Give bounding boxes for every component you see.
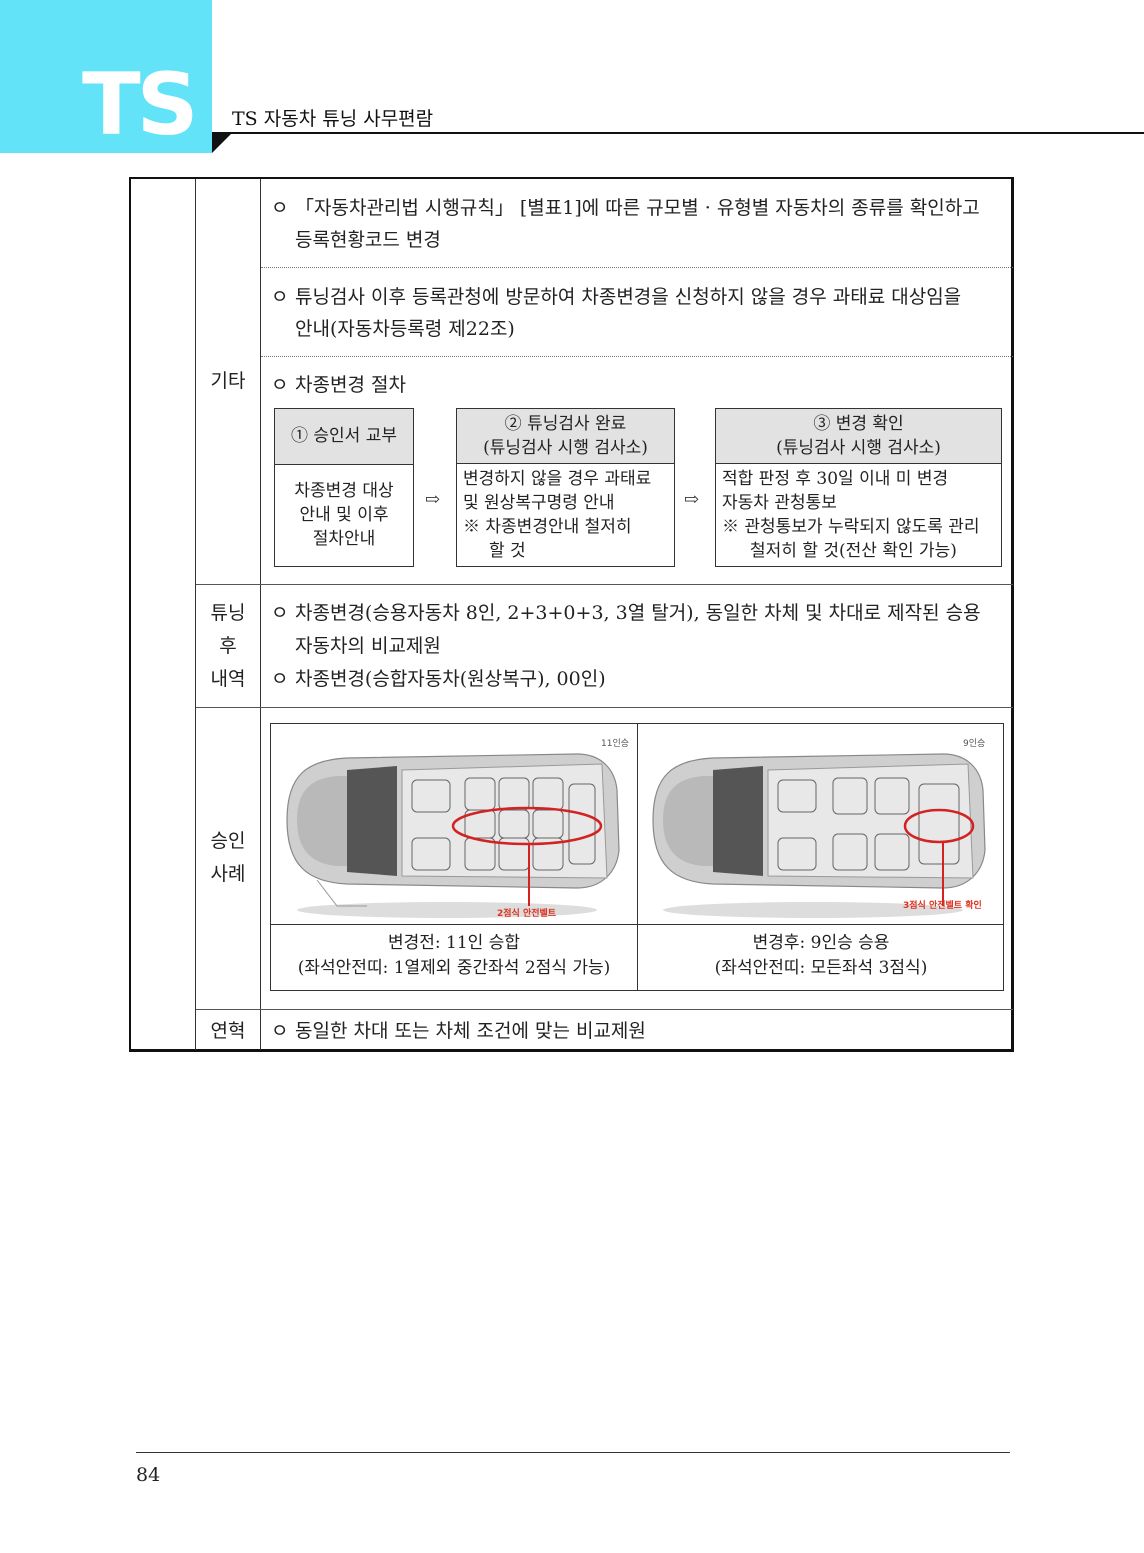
caption-before: 변경전: 11인 승합 (좌석안전띠: 1열제외 중간좌석 2점식 가능) xyxy=(297,933,611,978)
car-seat-layout-before-image: 11인승 2점식 안전벨트 xyxy=(277,730,631,920)
step-3-body: 적합 판정 후 30일 이내 미 변경 자동차 관청통보 ※ 관청통보가 누락되… xyxy=(722,469,980,561)
col-divider-2 xyxy=(260,179,261,1050)
bullet: ㅇ xyxy=(271,1020,289,1042)
row-label-history: 연혁 xyxy=(210,1020,246,1042)
belt-annotation-before: 2점식 안전벨트 xyxy=(497,909,557,919)
row-separator-1 xyxy=(196,584,1013,585)
dotted-separator-1 xyxy=(261,267,1013,268)
row-label-tuning-after: 튜닝 후 내역 xyxy=(210,602,246,690)
flow-arrow-icon: ⇨ xyxy=(425,489,441,510)
procedure-step-1: ① 승인서 교부 차종변경 대상 안내 및 이후 절차안내 xyxy=(274,408,414,567)
row-separator-3 xyxy=(196,1009,1013,1010)
header-rule xyxy=(212,132,1144,134)
main-table: 기타 ㅇ「자동차관리법 시행규칙」 [별표1]에 따른 규모별 · 유형별 자동… xyxy=(129,177,1014,1052)
step-2-body: 변경하지 않을 경우 과태료 및 원상복구명령 안내 ※ 차종변경안내 철저히 … xyxy=(463,469,652,561)
bullet: ㅇ xyxy=(271,286,289,308)
row-label-gita: 기타 xyxy=(210,370,246,392)
header-notch xyxy=(212,133,232,153)
seat-count-badge-before: 11인승 xyxy=(601,739,630,749)
bullet: ㅇ xyxy=(271,197,289,219)
bullet: ㅇ xyxy=(271,668,289,690)
bullet: ㅇ xyxy=(271,602,289,624)
row-separator-2 xyxy=(196,707,1013,708)
header-title: TS 자동차 튜닝 사무편람 xyxy=(232,108,434,130)
dotted-separator-2 xyxy=(261,356,1013,357)
procedure-step-3: ③ 변경 확인 (튜닝검사 시행 검사소) 적합 판정 후 30일 이내 미 변… xyxy=(715,408,1002,567)
gita-item-1-cont: 등록현황코드 변경 xyxy=(295,229,441,251)
belt-annotation-after: 3점식 안전벨트 확인 xyxy=(903,901,982,911)
flow-arrow-icon: ⇨ xyxy=(684,489,700,510)
ts-logo: TS xyxy=(82,55,199,155)
gita-item-1: ㅇ「자동차관리법 시행규칙」 [별표1]에 따른 규모별 · 유형별 자동차의 … xyxy=(271,192,980,225)
step-1-head: ① 승인서 교부 xyxy=(275,409,413,465)
step-1-body: 차종변경 대상 안내 및 이후 절차안내 xyxy=(294,481,394,549)
caption-divider xyxy=(271,924,1003,925)
row-label-approval-case: 승인 사례 xyxy=(210,830,246,885)
seat-count-badge-after: 9인승 xyxy=(963,739,986,749)
approval-case-comparison: 11인승 2점식 안전벨트 9인승 3점식 안전벨트 확인 xyxy=(270,723,1004,991)
tuning-after-item-1-cont: 자동차의 비교제원 xyxy=(295,635,441,657)
caption-after: 변경후: 9인승 승용 (좌석안전띠: 모든좌석 3점식) xyxy=(714,933,928,978)
col-divider-1 xyxy=(195,179,196,1050)
step-3-head: ③ 변경 확인 (튜닝검사 시행 검사소) xyxy=(716,409,1001,464)
logo-block xyxy=(0,0,212,153)
comparison-divider xyxy=(637,724,638,990)
step-2-head: ② 튜닝검사 완료 (튜닝검사 시행 검사소) xyxy=(457,409,674,464)
gita-item-2-cont: 안내(자동차등록령 제22조) xyxy=(295,318,515,340)
page-number: 84 xyxy=(136,1464,161,1486)
footer-rule xyxy=(136,1452,1010,1453)
procedure-step-2: ② 튜닝검사 완료 (튜닝검사 시행 검사소) 변경하지 않을 경우 과태료 및… xyxy=(456,408,675,567)
bullet: ㅇ xyxy=(271,374,289,396)
car-seat-layout-after-image: 9인승 3점식 안전벨트 확인 xyxy=(643,730,997,920)
